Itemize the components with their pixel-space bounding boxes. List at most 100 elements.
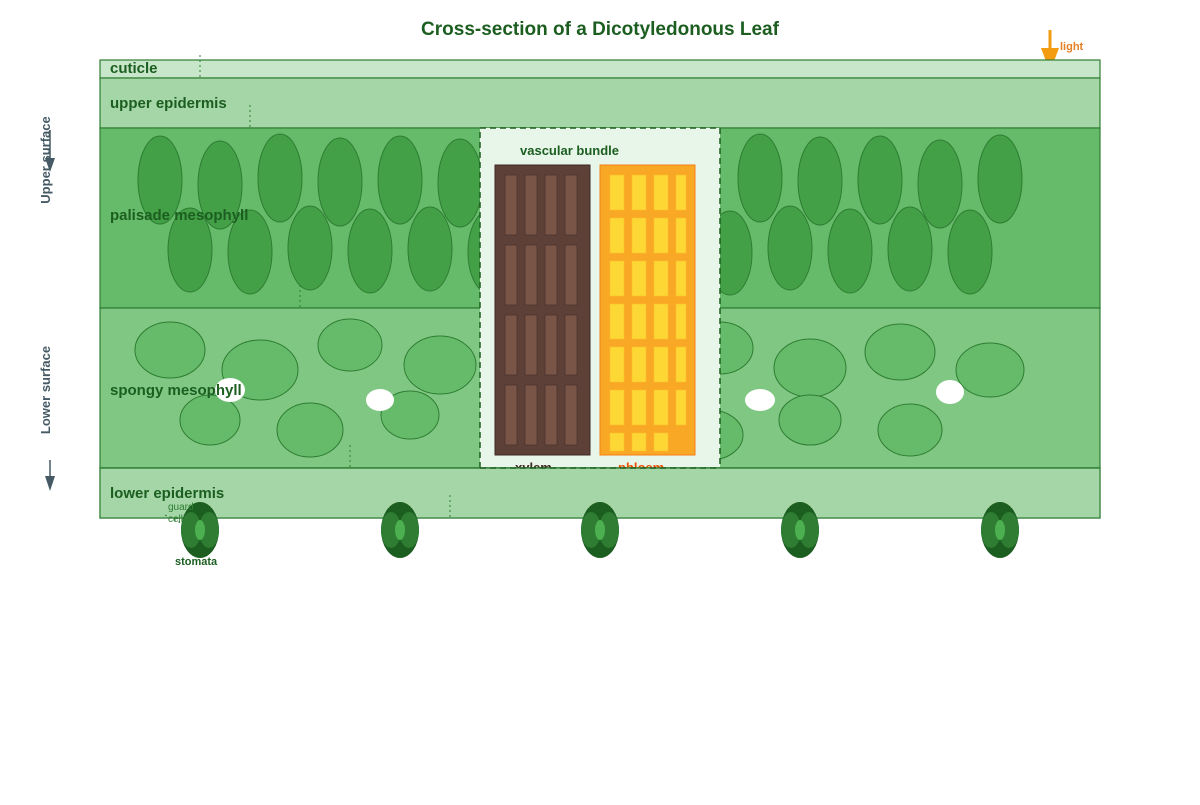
phloem-cell	[609, 174, 625, 211]
xylem-vessel	[524, 174, 538, 236]
palisade-cell	[257, 133, 303, 223]
phloem-cell	[653, 346, 669, 383]
spongy-cell	[864, 323, 936, 381]
palisade-cell	[287, 205, 333, 291]
xylem-vessel	[544, 244, 558, 306]
phloem-cell	[675, 303, 687, 340]
phloem-cell	[653, 260, 669, 297]
guard-cell	[999, 512, 1019, 548]
palisade-cell	[167, 207, 213, 293]
stoma	[981, 502, 1019, 558]
spongy-cell	[380, 390, 440, 440]
spongy-cell	[955, 342, 1025, 398]
spongy-cell	[317, 318, 383, 372]
stoma-pore	[595, 520, 605, 540]
palisade-cell	[347, 208, 393, 294]
upper-epidermis-layer	[99, 77, 1101, 129]
phloem-cell	[653, 174, 669, 211]
stoma-pore	[795, 520, 805, 540]
leader-lines	[164, 55, 451, 526]
xylem-vessel	[524, 244, 538, 306]
light-label: light	[1060, 41, 1084, 53]
spongy-cell	[773, 338, 847, 398]
guard-cell	[981, 512, 1001, 548]
stoma	[381, 502, 419, 558]
cuticle-layer	[99, 59, 1101, 79]
stomata-group	[181, 502, 1019, 558]
phloem-cell	[675, 346, 687, 383]
palisade-cell	[857, 135, 903, 225]
xylem-vessel	[504, 244, 518, 306]
xylem-vessel	[544, 174, 558, 236]
xylem-vessel	[564, 384, 578, 446]
spongy-cell	[403, 335, 477, 395]
phloem-cell	[609, 303, 625, 340]
phloem-cell	[653, 389, 669, 426]
stoma-pore	[395, 520, 405, 540]
guard-cell	[581, 512, 601, 548]
spongy-cell	[778, 394, 842, 446]
stoma-pore	[195, 520, 205, 540]
phloem-cell	[675, 174, 687, 211]
air-space	[745, 389, 775, 411]
guard-cell	[781, 512, 801, 548]
guard-cell	[799, 512, 819, 548]
xylem-vessel	[564, 314, 578, 376]
guard-cell	[381, 512, 401, 548]
xylem-vessel	[524, 384, 538, 446]
upper-epidermis-label: upper epidermis	[110, 95, 227, 112]
air-space	[366, 389, 394, 411]
palisade-label: palisade mesophyll	[110, 207, 248, 224]
vascular-bundle-label: vascular bundle	[520, 143, 619, 158]
spongy-cell	[877, 403, 943, 457]
lower-surface-label: Lower surface	[38, 346, 53, 434]
stoma	[181, 502, 219, 558]
spongy-cell	[276, 402, 344, 458]
spongy-cell	[134, 321, 206, 379]
phloem-cell	[675, 217, 687, 254]
phloem-cell	[631, 260, 647, 297]
palisade-cell	[377, 135, 423, 225]
phloem-cell	[653, 432, 669, 452]
palisade-cell	[737, 133, 783, 223]
guard-cell	[599, 512, 619, 548]
phloem-cell	[609, 260, 625, 297]
palisade-cell	[197, 140, 243, 230]
phloem-cell	[631, 346, 647, 383]
stoma	[581, 502, 619, 558]
phloem-cell	[631, 174, 647, 211]
xylem-vessel	[544, 314, 558, 376]
xylem-vessel	[564, 174, 578, 236]
phloem-cell	[609, 432, 625, 452]
xylem-vessel	[504, 314, 518, 376]
phloem-cell	[631, 432, 647, 452]
palisade-cell	[947, 209, 993, 295]
phloem-cell	[631, 303, 647, 340]
phloem-cell	[653, 303, 669, 340]
guard-cell	[199, 512, 219, 548]
upper-surface-arrow-icon	[45, 130, 55, 172]
lower-epidermis-label: lower epidermis	[110, 485, 224, 502]
phloem-cell	[675, 389, 687, 426]
lower-surface-arrow-icon	[45, 460, 55, 491]
stoma-pore	[995, 520, 1005, 540]
guard-cell-label-2: cell	[168, 514, 183, 525]
vascular-bundle: vascular bundle	[479, 127, 721, 469]
palisade-cell	[887, 206, 933, 292]
xylem-vessel	[524, 314, 538, 376]
xylem-vessel	[504, 384, 518, 446]
phloem-cell	[609, 346, 625, 383]
palisade-cell	[917, 139, 963, 229]
stoma	[781, 502, 819, 558]
palisade-cell	[317, 137, 363, 227]
spongy-label: spongy mesophyll	[110, 382, 242, 399]
palisade-cell	[407, 206, 453, 292]
stomata-label: stomata	[175, 556, 218, 568]
palisade-cell	[977, 134, 1023, 224]
palisade-cell	[797, 136, 843, 226]
xylem-vessel	[544, 384, 558, 446]
guard-cell	[181, 512, 201, 548]
palisade-cell	[437, 138, 483, 228]
air-space	[936, 380, 964, 404]
